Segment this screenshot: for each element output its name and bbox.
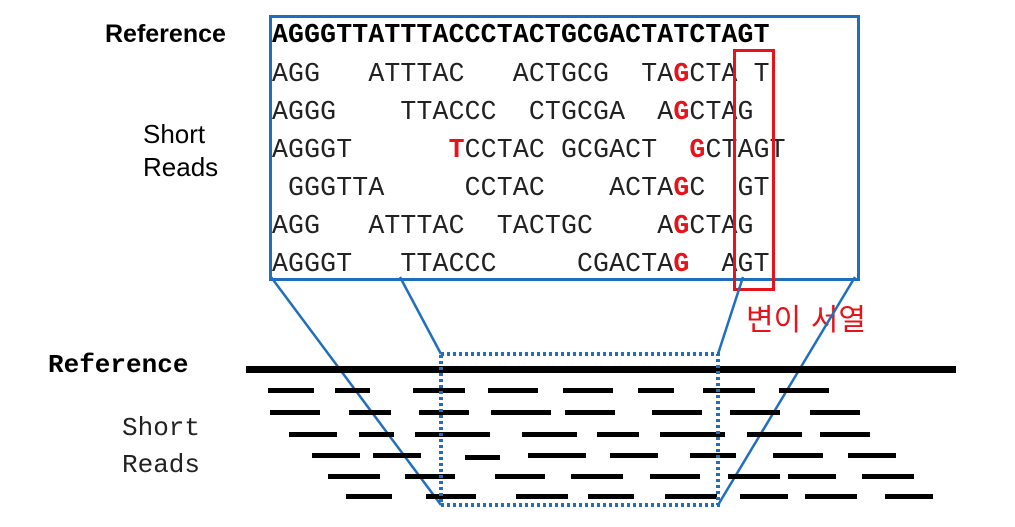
read-dash: [730, 410, 780, 415]
read-dash: [349, 410, 391, 415]
read-dash: [491, 410, 551, 415]
read-dash: [268, 388, 314, 393]
read-dash: [373, 453, 421, 458]
short-read-3: AGGGT TCCTAC GCGACT GCTAGT: [272, 135, 786, 165]
read-dash: [413, 388, 465, 393]
read-dash: [563, 388, 613, 393]
read-dash: [665, 494, 717, 499]
read-dash: [660, 432, 725, 437]
read-3-error-base: T: [448, 135, 465, 165]
read-dash: [426, 494, 476, 499]
zoomed-alignment-box: [269, 15, 860, 281]
read-dash: [346, 494, 392, 499]
read-dash: [703, 388, 755, 393]
short-read-5: AGG ATTTAC TACTGC AGCTAG: [272, 211, 754, 241]
read-dash: [788, 474, 836, 479]
reference-genome-line: [246, 366, 956, 373]
read-dash: [610, 453, 658, 458]
read-4-suffix: C GT: [689, 173, 770, 203]
read-3-prefix: AGGGT: [272, 135, 449, 165]
read-dash: [528, 453, 586, 458]
read-dash: [690, 453, 736, 458]
read-6-variant-base: G: [673, 249, 690, 279]
read-1-suffix: CTA T: [689, 59, 770, 89]
top-short-reads-label: Short Reads: [143, 118, 218, 184]
read-2-variant-base: G: [673, 97, 690, 127]
short-read-dashes: [268, 388, 933, 499]
read-5-variant-base: G: [673, 211, 690, 241]
bottom-reference-label: Reference: [48, 350, 189, 380]
bottom-short-label-line2: Reads: [122, 450, 201, 480]
read-6-prefix: AGGGT TTACCC CGACTA: [272, 249, 674, 279]
read-dash: [779, 388, 829, 393]
read-dash: [289, 432, 337, 437]
read-dash: [773, 453, 823, 458]
read-dash: [415, 432, 490, 437]
read-dash: [565, 410, 615, 415]
read-dash: [516, 494, 568, 499]
zoom-connector-inner-left: [398, 276, 443, 355]
read-3-variant-base: G: [689, 135, 706, 165]
read-dash: [495, 474, 545, 479]
read-dash: [885, 494, 933, 499]
read-dash: [652, 410, 702, 415]
top-short-label-line2: Reads: [143, 152, 219, 182]
read-dash: [848, 453, 896, 458]
read-dash: [270, 410, 320, 415]
variant-column-highlight: [733, 49, 775, 291]
top-reference-label: Reference: [105, 20, 226, 48]
bottom-short-label-line1: Short: [122, 413, 201, 443]
read-dash: [328, 474, 380, 479]
read-5-suffix: CTAG: [689, 211, 754, 241]
read-dash: [465, 455, 500, 460]
reference-sequence: AGGGTTATTTACCCTACTGCGACTATCTAGT: [272, 20, 770, 50]
zoom-connector-inner-right: [716, 276, 745, 355]
short-read-2: AGGG TTACCC CTGCGA AGCTAG: [272, 97, 754, 127]
variant-sequence-label: 변이 서열: [746, 303, 866, 338]
read-6-suffix: AGT: [689, 249, 770, 279]
read-dash: [728, 474, 780, 479]
read-dash: [820, 432, 870, 437]
read-2-suffix: CTAG: [689, 97, 754, 127]
read-4-prefix: GGGTTA CCTAC ACTA: [272, 173, 674, 203]
read-dash: [312, 453, 360, 458]
read-dash: [488, 388, 538, 393]
read-dash: [638, 388, 674, 393]
read-5-prefix: AGG ATTTAC TACTGC A: [272, 211, 674, 241]
read-dash: [650, 474, 700, 479]
short-read-1: AGG ATTTAC ACTGCG TAGCTA T: [272, 59, 770, 89]
top-short-label-line1: Short: [143, 119, 206, 149]
short-read-4: GGGTTA CCTAC ACTAGC GT: [272, 173, 770, 203]
read-dash: [522, 432, 577, 437]
zoom-region-dotted-box: [439, 352, 720, 507]
bottom-short-reads-label: Short Reads: [122, 410, 200, 484]
read-dash: [810, 410, 860, 415]
read-dash: [335, 388, 370, 393]
read-dash: [740, 494, 788, 499]
read-dash: [359, 432, 394, 437]
read-dash: [405, 474, 455, 479]
read-dash: [597, 432, 639, 437]
read-4-variant-base: G: [673, 173, 690, 203]
read-dash: [419, 410, 469, 415]
read-3-middle: CCTAC GCGACT: [464, 135, 690, 165]
short-read-6: AGGGT TTACCC CGACTAG AGT: [272, 249, 770, 279]
read-1-variant-base: G: [673, 59, 690, 89]
read-dash: [588, 494, 634, 499]
read-dash: [571, 474, 623, 479]
read-2-prefix: AGGG TTACCC CTGCGA A: [272, 97, 674, 127]
read-dash: [747, 432, 802, 437]
read-dash: [862, 474, 914, 479]
read-dash: [805, 494, 857, 499]
read-1-prefix: AGG ATTTAC ACTGCG TA: [272, 59, 674, 89]
